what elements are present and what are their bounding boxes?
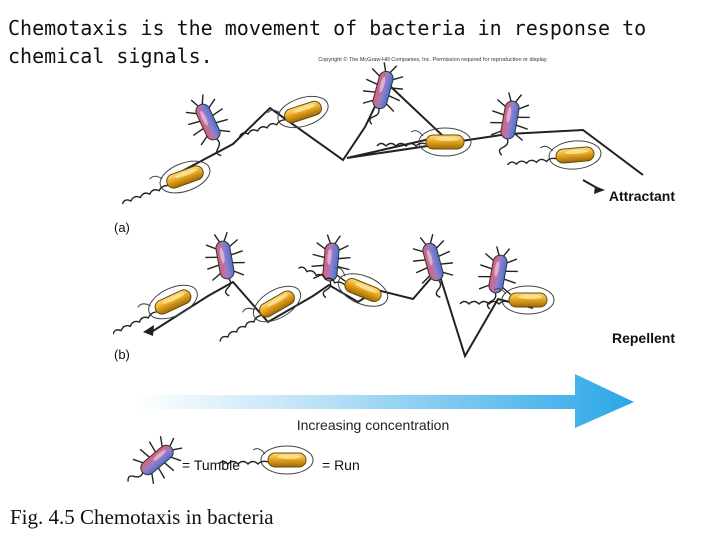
tumble-cell xyxy=(406,230,462,303)
tumble-cell xyxy=(178,88,242,164)
slide-title: Chemotaxis is the movement of bacteria i… xyxy=(8,16,647,68)
run-cell xyxy=(115,154,215,215)
tumble-cell xyxy=(200,229,251,300)
repellent-arrowhead xyxy=(143,325,154,336)
panel-a-label: (a) xyxy=(114,220,130,235)
repellent-path xyxy=(152,267,534,359)
run-cell xyxy=(210,278,308,351)
run-cell xyxy=(505,138,603,176)
copyright-notice: Copyright © The McGraw-Hill Companies, I… xyxy=(318,56,548,63)
chemotaxis-figure: Copyright © The McGraw-Hill Companies, I… xyxy=(113,56,675,486)
attractant-label: Attractant xyxy=(609,188,675,204)
concentration-gradient-arrow xyxy=(133,374,634,428)
legend-tumble-label: = Tumble xyxy=(182,457,240,473)
run-cell xyxy=(459,285,555,315)
legend-run-label: = Run xyxy=(322,457,360,473)
tumble-cell xyxy=(354,58,410,131)
repellent-label: Repellent xyxy=(612,330,675,346)
run-cell xyxy=(113,277,204,345)
figure-caption: Fig. 4.5 Chemotaxis in bacteria xyxy=(10,505,274,529)
run-cell xyxy=(294,250,394,314)
legend-tumble-icon xyxy=(116,427,191,486)
tumble-cell xyxy=(484,89,535,160)
gradient-label: Increasing concentration xyxy=(297,417,450,433)
panel-b-label: (b) xyxy=(114,347,130,362)
